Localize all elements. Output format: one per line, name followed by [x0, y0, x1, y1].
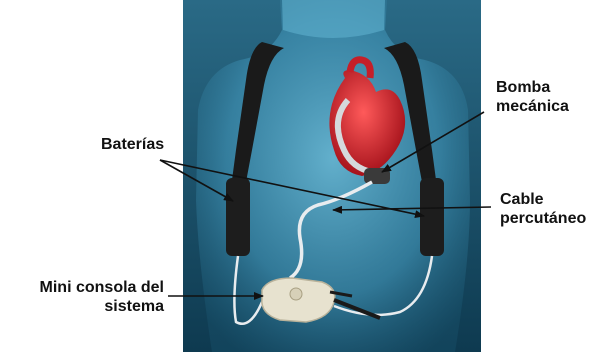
console-button [290, 288, 302, 300]
label-batteries-text: Baterías [101, 135, 164, 154]
label-pump-line1: Bomba [496, 78, 569, 97]
right-battery [420, 178, 444, 256]
label-batteries: Baterías [101, 135, 164, 154]
left-battery [226, 178, 250, 256]
label-cable-line1: Cable [500, 190, 586, 209]
label-console: Mini consola del sistema [14, 278, 164, 316]
label-cable: Cable percutáneo [500, 190, 586, 228]
label-pump-line2: mecánica [496, 97, 569, 116]
label-cable-line2: percutáneo [500, 209, 586, 228]
label-console-line2: sistema [14, 297, 164, 316]
neck [282, 0, 385, 38]
label-console-line1: Mini consola del [14, 278, 164, 297]
label-pump: Bomba mecánica [496, 78, 569, 116]
